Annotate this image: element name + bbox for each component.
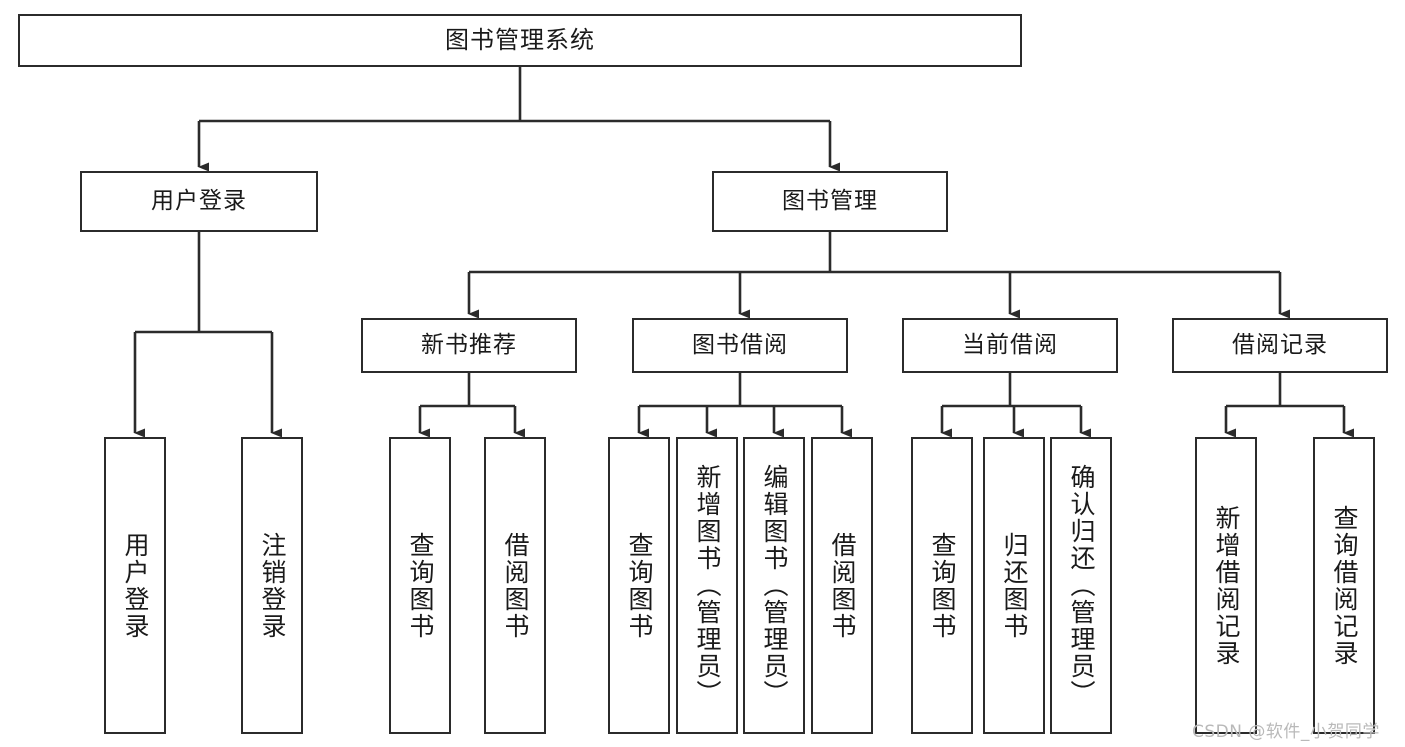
node-user-login[interactable]: 用户登录 [80, 171, 318, 232]
csdn-watermark: CSDN @软件_小贺同学 [1192, 722, 1380, 742]
leaf-user-logout[interactable]: 注销登录 [241, 437, 303, 734]
node-current-borrow[interactable]: 当前借阅 [902, 318, 1118, 373]
leaf-query-borrow-record[interactable]: 查询借阅记录 [1313, 437, 1375, 734]
leaf-user-login[interactable]: 用户登录 [104, 437, 166, 734]
leaf-edit-book-admin[interactable]: 编辑图书（管理员） [743, 437, 805, 734]
leaf-add-book-admin[interactable]: 新增图书（管理员） [676, 437, 738, 734]
node-root[interactable]: 图书管理系统 [18, 14, 1022, 67]
node-book-borrow[interactable]: 图书借阅 [632, 318, 848, 373]
leaf-confirm-return-admin[interactable]: 确认归还（管理员） [1050, 437, 1112, 734]
node-book-manage[interactable]: 图书管理 [712, 171, 948, 232]
leaf-add-borrow-record[interactable]: 新增借阅记录 [1195, 437, 1257, 734]
node-new-book-recommend[interactable]: 新书推荐 [361, 318, 577, 373]
leaf-query-book-3[interactable]: 查询图书 [911, 437, 973, 734]
leaf-query-book-1[interactable]: 查询图书 [389, 437, 451, 734]
node-borrow-record[interactable]: 借阅记录 [1172, 318, 1388, 373]
leaf-borrow-book-2[interactable]: 借阅图书 [811, 437, 873, 734]
leaf-borrow-book-1[interactable]: 借阅图书 [484, 437, 546, 734]
leaf-query-book-2[interactable]: 查询图书 [608, 437, 670, 734]
leaf-return-book[interactable]: 归还图书 [983, 437, 1045, 734]
